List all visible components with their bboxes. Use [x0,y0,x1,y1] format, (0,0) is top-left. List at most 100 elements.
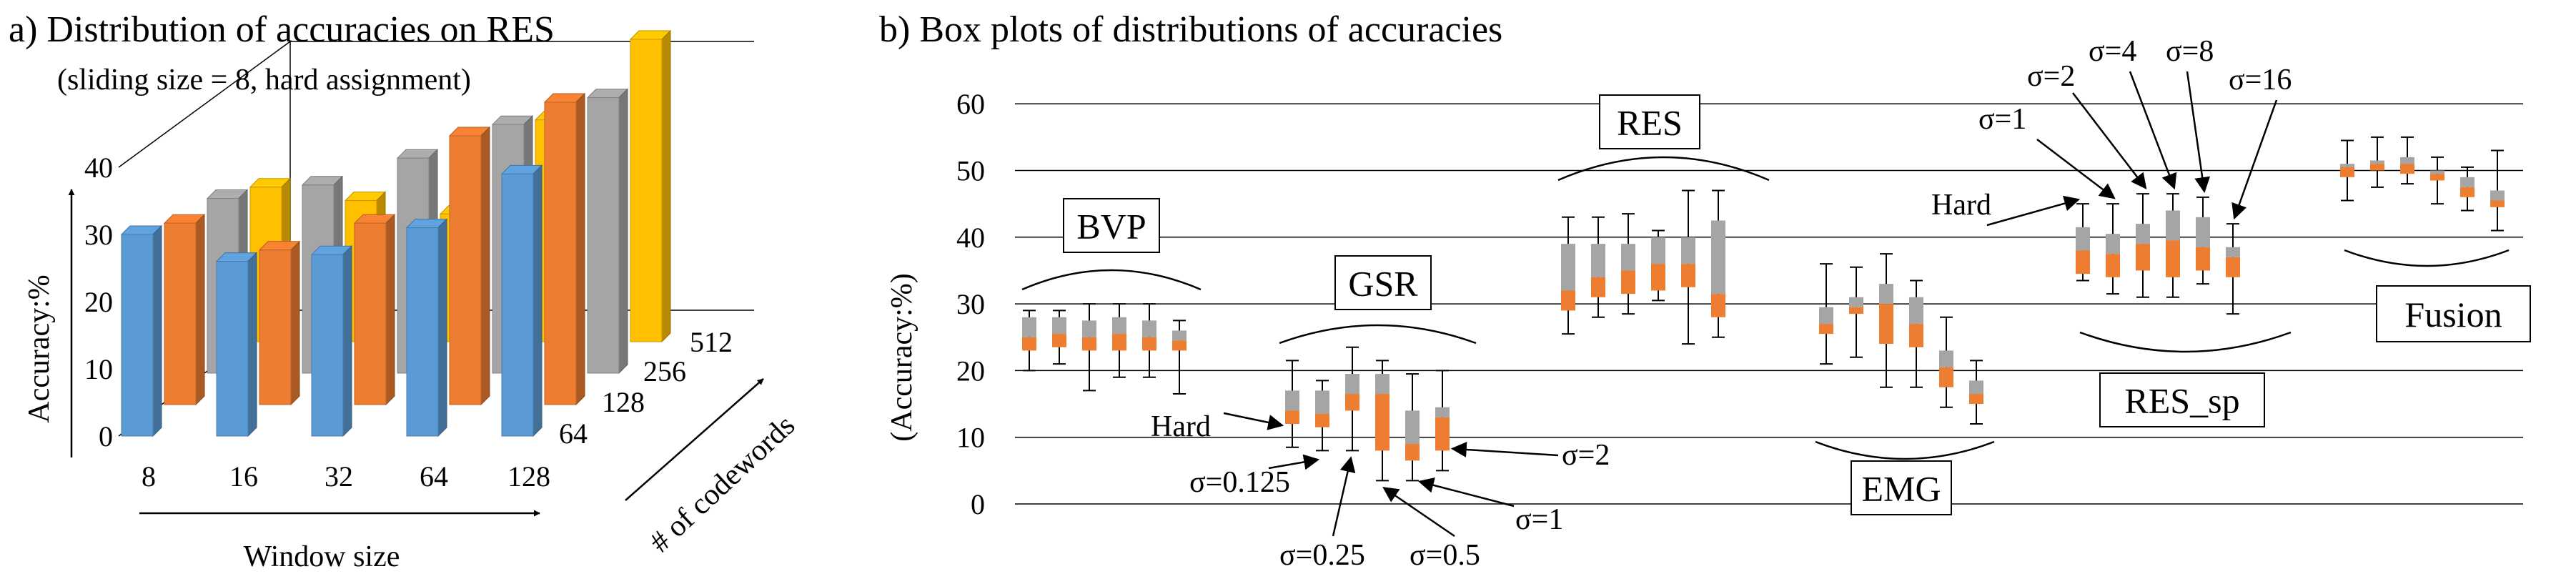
brace-gsr [1279,324,1477,345]
group-label-gsr-frame [1334,255,1432,310]
box-upper-quartile [2460,177,2475,187]
annotation-gsr-hard: Hard [1151,410,1211,443]
annotation-res-sp-sigma-1: σ=1 [1978,103,2026,136]
annotation-res-sp-sigma-4: σ=4 [2089,35,2136,68]
bar-front-face [501,173,534,437]
y-tick-label: 30 [84,219,113,251]
box-plot [1969,360,1983,425]
box-plot [1561,216,1575,335]
annotation-gsr-sigma-0-125: σ=0.125 [1189,466,1290,499]
arrow-res-sp-sigma-8 [2186,71,2211,193]
box-plot [1315,380,1329,452]
box-lower-quartile [1939,367,1953,387]
arrow-res-sp-sigma-1 [2036,139,2116,199]
bar-side-face [152,224,162,437]
group-label-bvp-frame [1063,198,1160,253]
box-plot [2166,193,2180,298]
box-lower-quartile [2400,164,2414,174]
box-plot [1681,189,1695,345]
box-upper-quartile [1082,320,1096,337]
bar-3d [258,240,301,406]
bar-3d [163,213,206,406]
bar-side-face [342,244,352,437]
box-plot [2490,149,2505,232]
panel-a-3d-bar-chart: a) Distribution of accuracies on RES (sl… [9,9,801,573]
panel-b-y-axis-label: (Accuracy:%) [886,273,918,442]
box-plot [1022,310,1036,372]
box-upper-quartile [2226,247,2240,257]
box-plot [1621,213,1635,315]
box-lower-quartile [1052,334,1066,347]
arrow-gsr-sigma-1 [1417,477,1515,508]
bar-side-face [618,88,628,375]
box-plot [2106,203,2120,295]
depth-tick-label: 64 [559,417,588,450]
panel-a-depth-axis-label: # of codewords [643,409,801,559]
panel-b-box-plot-chart: b) Box plots of distributions of accurac… [879,9,2531,572]
y-tick-label: 20 [956,355,985,387]
x-tick-label: 16 [229,460,258,493]
box-upper-quartile [1819,307,1833,325]
box-plot [1082,303,1096,392]
box-plot [1375,360,1389,482]
arrow-res-sp-sigma-16 [2231,99,2278,220]
box-upper-quartile [1591,244,1605,277]
y-tick-label: 20 [84,286,113,318]
box-plot [1285,360,1299,448]
bar-front-face [121,234,154,437]
box-lower-quartile [1405,444,1420,461]
group-label-res: RES [1599,94,1700,149]
y-tick-label: 60 [956,88,985,120]
box-upper-quartile [2196,217,2210,247]
group-label-res-sp-frame [2099,372,2265,427]
box-plot [1345,346,1359,452]
bar-3d [120,224,163,437]
bar-front-face [630,39,663,342]
arrow-gsr-sigma-0-125 [1268,454,1320,470]
bar-3d [500,164,543,437]
box-lower-quartile [1112,334,1126,351]
box-lower-quartile [1375,394,1389,451]
box-plot [2460,166,2475,212]
box-upper-quartile [1879,284,1893,305]
group-label-emg: EMG [1851,460,1952,515]
box-upper-quartile [1172,330,1187,341]
annotation-res-sp-sigma-2: σ=2 [2027,60,2075,93]
bar-front-face [449,135,482,405]
box-lower-quartile [1711,294,1725,317]
y-tick-label: 40 [956,222,985,254]
arrow-res-sp-sigma-2 [2072,92,2147,189]
box-upper-quartile [1651,237,1665,264]
panel-b-gridlines [1015,103,2523,505]
box-upper-quartile [1375,374,1389,395]
box-plot [1651,229,1665,302]
panel-b-title: b) Box plots of distributions of accurac… [879,9,1502,50]
box-lower-quartile [1022,337,1036,351]
box-upper-quartile [1909,297,1923,325]
y-tick-label: 10 [84,353,113,385]
box-plot [1849,266,1863,358]
group-label-emg-text: EMG [1861,469,1941,509]
box-upper-quartile [2370,160,2384,164]
annotation-res-sp-hard: Hard [1931,189,1991,222]
box-plot [1879,253,1893,388]
bar-front-face [259,249,292,405]
box-lower-quartile [2460,187,2475,197]
box-upper-quartile [1022,317,1036,337]
box-plot [2370,136,2384,188]
box-lower-quartile [2490,200,2505,207]
box-lower-quartile [1651,264,1665,291]
annotation-gsr-sigma-0-25: σ=0.25 [1279,539,1365,572]
box-lower-quartile [1969,394,1983,405]
box-lower-quartile [2106,254,2120,277]
box-lower-quartile [1435,417,1450,451]
y-tick-label: 0 [971,488,985,520]
bar-front-face [587,97,620,374]
box-lower-quartile [1561,290,1575,311]
bar-3d [215,252,258,437]
box-plot [1142,303,1156,378]
box-plot [2340,139,2354,202]
